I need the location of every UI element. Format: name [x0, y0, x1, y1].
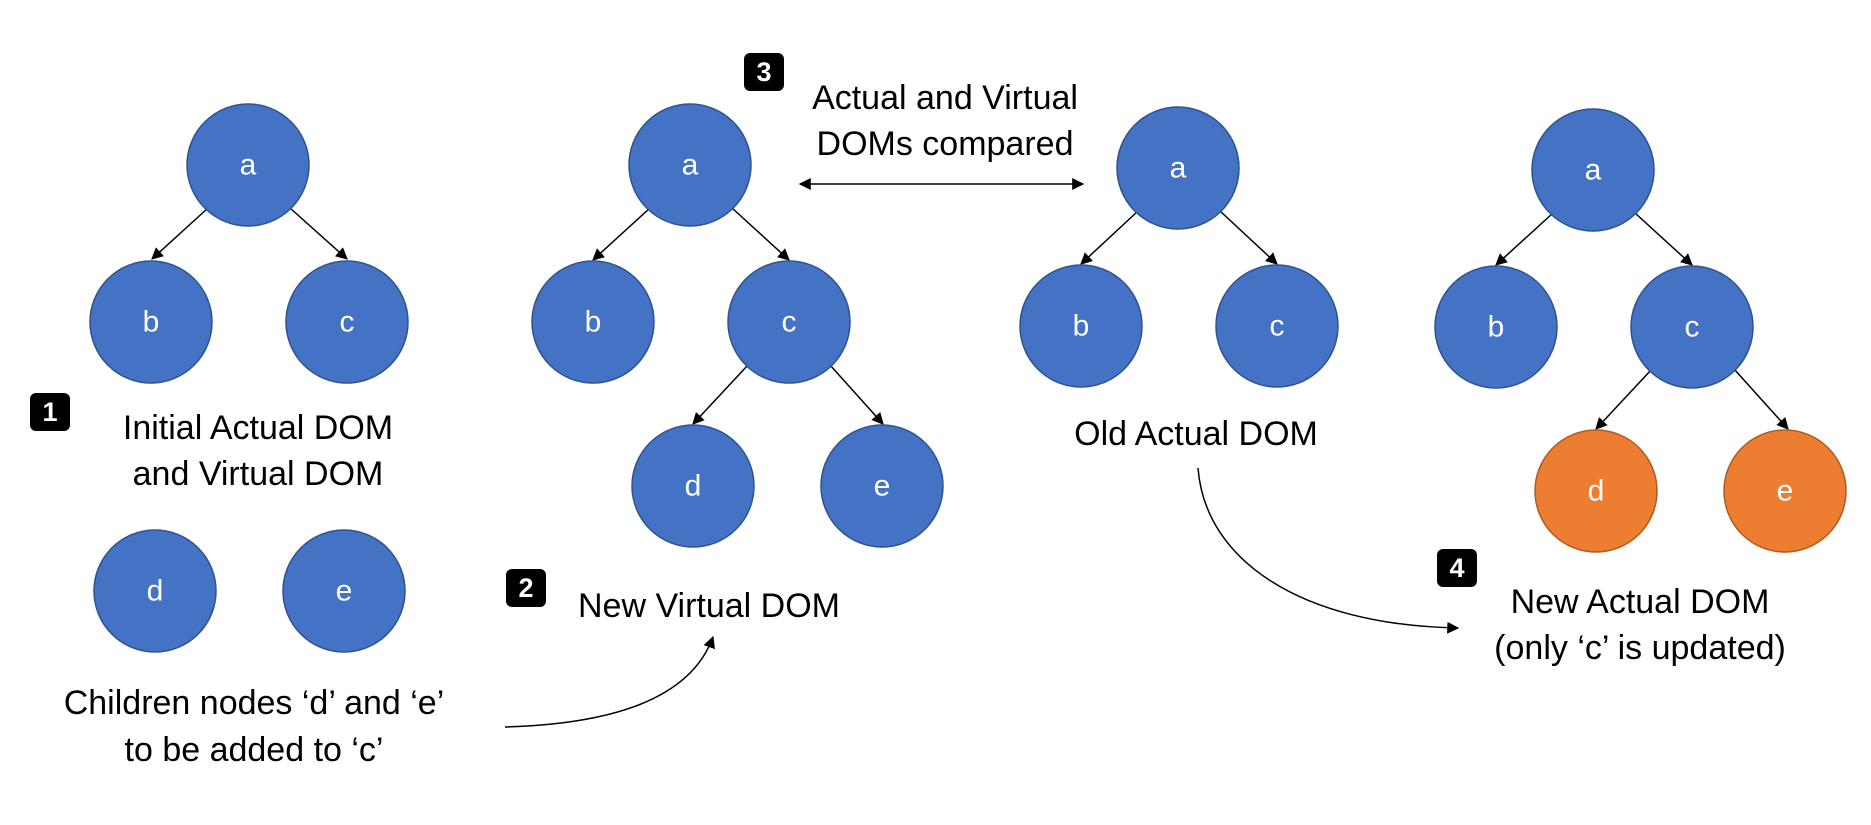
initial-dom-caption: Initial Actual DOM: [123, 409, 393, 447]
svg-text:e: e: [1777, 475, 1794, 508]
tree-node-c: c: [1215, 264, 1339, 388]
step-badge-2: 2: [506, 569, 546, 607]
tree-node-a: a: [628, 103, 752, 227]
svg-text:a: a: [1170, 152, 1187, 185]
svg-text:b: b: [1488, 311, 1505, 344]
edge-a-c: [289, 207, 348, 260]
new-actual-dom-caption: New Actual DOM: [1511, 583, 1770, 621]
pending-children-note-line2: to be added to ‘c’: [125, 731, 384, 769]
tree-node-a: a: [1531, 108, 1655, 232]
svg-text:2: 2: [518, 573, 533, 603]
edge-a-b: [592, 207, 651, 261]
new-virtual-dom-tree: a b c d e: [531, 103, 944, 548]
svg-text:d: d: [147, 575, 164, 608]
comparison-caption-line2: DOMs compared: [817, 125, 1074, 163]
old-actual-dom-tree: a b c: [1019, 106, 1339, 388]
tree-node-c: c: [1630, 265, 1754, 389]
edge-a-c: [731, 207, 790, 261]
initial-dom-tree: a b c: [89, 103, 409, 384]
step-badge-4: 4: [1437, 549, 1477, 587]
svg-text:c: c: [1685, 311, 1700, 344]
svg-text:a: a: [682, 149, 699, 182]
tree-node-e-updated: e: [1723, 429, 1847, 553]
edge-c-d: [692, 364, 749, 425]
edge-c-e: [829, 364, 884, 425]
new-virtual-dom-caption: New Virtual DOM: [578, 587, 840, 625]
svg-text:e: e: [874, 470, 891, 503]
pending-children-note: Children nodes ‘d’ and ‘e’: [64, 684, 445, 722]
edge-c-e: [1733, 368, 1789, 430]
svg-text:d: d: [685, 470, 702, 503]
svg-text:4: 4: [1449, 553, 1464, 583]
tree-node-e: e: [820, 424, 944, 548]
svg-text:c: c: [340, 306, 355, 339]
curved-arrow-to-new-actual-dom: [1197, 467, 1460, 634]
comparison-caption: Actual and Virtual: [812, 79, 1078, 117]
pending-node-e: e: [282, 529, 406, 653]
initial-dom-caption-line2: and Virtual DOM: [133, 455, 384, 493]
step-badge-3: 3: [744, 53, 784, 91]
edge-a-c: [1634, 212, 1693, 266]
edge-a-c: [1219, 210, 1278, 265]
svg-text:b: b: [1073, 310, 1090, 343]
edge-c-d: [1595, 368, 1653, 430]
step-badge-1: 1: [30, 393, 70, 431]
tree-node-b: b: [1434, 265, 1558, 389]
svg-text:e: e: [336, 575, 353, 608]
new-actual-dom-caption-line2: (only ‘c’ is updated): [1494, 629, 1786, 667]
old-actual-dom-caption: Old Actual DOM: [1074, 415, 1318, 453]
svg-text:d: d: [1588, 475, 1605, 508]
svg-text:b: b: [585, 306, 602, 339]
tree-node-b: b: [1019, 264, 1143, 388]
pending-child-nodes: d e: [93, 529, 406, 653]
svg-text:c: c: [782, 306, 797, 339]
svg-text:a: a: [1585, 154, 1602, 187]
svg-text:a: a: [240, 149, 257, 182]
tree-node-a: a: [186, 103, 310, 227]
svg-text:3: 3: [756, 57, 771, 87]
new-actual-dom-tree: a b c d e: [1434, 108, 1847, 553]
edge-a-b: [1080, 210, 1139, 265]
curved-arrow-to-new-virtual-dom: [504, 635, 715, 728]
tree-node-a: a: [1116, 106, 1240, 230]
tree-node-b: b: [89, 260, 213, 384]
tree-node-c: c: [285, 260, 409, 384]
tree-node-d-updated: d: [1534, 429, 1658, 553]
edge-a-b: [1495, 212, 1554, 266]
tree-node-d: d: [631, 424, 755, 548]
svg-text:c: c: [1270, 310, 1285, 343]
tree-node-b: b: [531, 260, 655, 384]
edge-a-b: [151, 207, 209, 260]
svg-text:1: 1: [42, 397, 57, 427]
pending-node-d: d: [93, 529, 217, 653]
tree-node-c: c: [727, 260, 851, 384]
svg-text:b: b: [143, 306, 160, 339]
